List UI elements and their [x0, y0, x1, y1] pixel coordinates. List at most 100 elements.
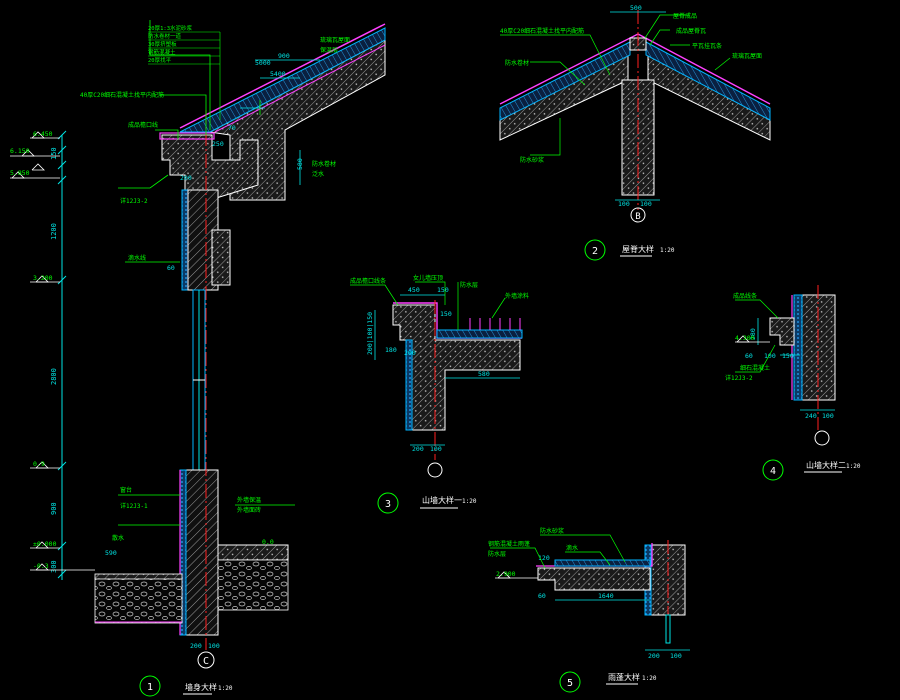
dim-4-100: 100 [764, 352, 776, 360]
dim-3-450: 450 [408, 286, 420, 294]
dim-3-100: 100 [430, 445, 442, 453]
detail-2-ridge: B 500 100 100 40厚C20细石混凝土找平内配筋 屋脊成品 成品屋脊… [499, 4, 771, 261]
detail-4-bubble [762, 459, 784, 481]
detail-1-number: 1 [147, 682, 153, 693]
leaders-3 [350, 281, 506, 330]
label-2-membrane: 防水卷材 [505, 59, 529, 67]
wall-brick-lower [181, 469, 219, 636]
elev-5850: 5.850 [10, 169, 30, 177]
dims-4 [757, 318, 835, 411]
dim-3-200: 200 [404, 349, 416, 357]
detail-5-number: 5 [567, 678, 573, 689]
dim-3-180: 180 [385, 346, 397, 354]
ridge-tile-right [645, 41, 771, 121]
dim-5-200: 200 [648, 652, 660, 660]
label-3-paint: 外墙涂料 [505, 292, 529, 300]
stack-1-5: 20厚找平 [148, 56, 172, 64]
label-5-canopy: 钢筋混凝土雨蓬 [488, 540, 530, 548]
label-3-membrane: 防水层 [460, 281, 478, 289]
detail-1-scale: 1:20 [218, 685, 233, 692]
leaders-4 [735, 299, 779, 373]
elevation-marks-1 [10, 131, 95, 571]
dims-2 [610, 11, 666, 201]
elev-2900: 2.900 [496, 570, 516, 578]
roof-tile-layer-1 [179, 27, 386, 133]
axis-label-c: C [203, 656, 209, 667]
label-1-sill: 窗台 [120, 486, 132, 494]
ridge-membrane [637, 33, 771, 105]
label-2-ridge: 屋脊成品 [673, 12, 697, 20]
label-3-coping: 女儿墙压顶 [413, 274, 443, 282]
label-1-wall-tile: 外墙面砖 [237, 506, 261, 514]
dim-4-100b: 100 [822, 412, 834, 420]
label-4-cornice: 成品线条 [733, 292, 757, 300]
stack-1-3: 30厚挤塑板 [148, 40, 177, 48]
detail-3-scale: 1:20 [462, 498, 477, 505]
label-1-apron: 散水 [112, 534, 124, 542]
gable2-insulation [793, 294, 803, 401]
dim-5-120: 120 [538, 554, 550, 562]
dim-1-5400: 5400 [270, 70, 286, 78]
dim-3-200b: 200 [412, 445, 424, 453]
dim-left-150: 150 [50, 147, 58, 160]
gable1-battens [469, 318, 521, 330]
leaders-1 [118, 20, 295, 526]
dim-3-stack: 200|100|150 [366, 312, 374, 355]
floor-slab [217, 544, 289, 561]
elev-floor-00: 0.0 [262, 538, 274, 546]
detail-1-bubble [139, 675, 161, 697]
dim-4-280: 280 [749, 328, 757, 340]
gable2-cornice [769, 317, 795, 346]
axis-bubble-c [197, 651, 215, 669]
elev-0000: ±0.000 [33, 540, 57, 548]
canopy-top-layer [554, 559, 651, 567]
detail-2-number: 2 [592, 246, 598, 257]
ground-outside [94, 577, 183, 624]
label-5-membrane: 防水层 [488, 550, 506, 558]
stack-1-2: 防水卷材一道 [148, 32, 182, 40]
label-1-wall-insul: 外墙保温 [237, 496, 261, 504]
dim-3-150b: 150 [440, 310, 452, 318]
dim-5-100: 100 [670, 652, 682, 660]
label-1-ref-b: 详12J3-1 [120, 502, 148, 510]
detail-4-title: 山墙大样二 [806, 460, 846, 470]
label-1-insul: 保温层 [320, 46, 338, 54]
detail-4-gable-two: 280 100 150 240 100 60 4.300 成品线条 详12J3-… [725, 285, 861, 481]
leaders-5 [490, 534, 626, 569]
detail-3-title: 山墙大样一 [422, 495, 462, 505]
label-3-cornice: 成品檐口线条 [350, 277, 386, 285]
dim-5-1640: 1640 [598, 592, 614, 600]
detail-2-bubble [584, 239, 606, 261]
dim-1-580: 580 [296, 158, 304, 170]
dim-1-900: 900 [278, 52, 290, 60]
gable1-insulation [405, 339, 413, 431]
label-1-flashing: 泛水 [312, 170, 324, 178]
detail-5-scale: 1:20 [642, 675, 657, 682]
lintel [211, 229, 231, 286]
dims-3 [374, 294, 520, 446]
stack-lines-1 [148, 31, 221, 120]
dim-1-250: 250 [212, 140, 224, 148]
label-2-ridge-tile: 成品屋脊瓦 [676, 27, 706, 35]
label-5-drip: 滴水 [566, 544, 578, 552]
dim-3-580: 580 [478, 370, 490, 378]
canopy-slab [537, 567, 651, 591]
dim-2-100b: 100 [640, 200, 652, 208]
floor-fill [217, 559, 289, 611]
dim-5-60: 60 [538, 592, 546, 600]
label-1-cornice: 成品檐口线 [128, 121, 158, 129]
dim-1-100: 100 [208, 642, 220, 650]
dim-4-240: 240 [805, 412, 817, 420]
label-2-tile: 琉璃瓦屋面 [732, 52, 762, 60]
ridge-membrane [499, 33, 639, 105]
ridge-slab-right [647, 54, 771, 141]
detail-2-scale: 1:20 [660, 247, 675, 254]
detail-3-number: 3 [385, 499, 391, 510]
elev-3200: 3.200 [33, 274, 53, 282]
dim-1-200b: 200 [190, 642, 202, 650]
detail-1-title: 墙身大样 [185, 682, 217, 692]
ridge-tile-left [499, 41, 631, 121]
cornice-membrane [159, 132, 215, 140]
